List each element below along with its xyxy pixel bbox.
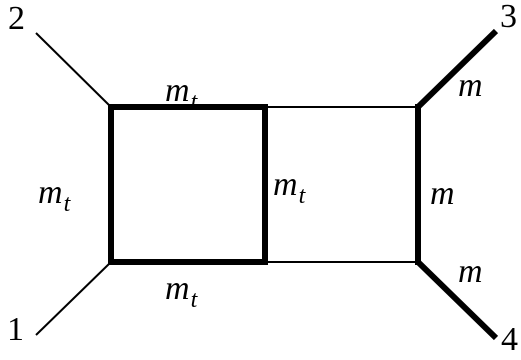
mass-label-left-edge: mt <box>38 174 70 217</box>
mass-symbol: m <box>38 174 63 211</box>
external-leg-1 <box>35 261 112 336</box>
mass-symbol: m <box>165 270 190 307</box>
mass-label-right-edge: m <box>430 175 455 212</box>
leg-label-2: 2 <box>8 0 25 37</box>
leg-label-4: 4 <box>501 321 518 358</box>
top-quark-loop <box>108 104 268 265</box>
mass-subscript: t <box>63 191 71 217</box>
external-leg-4 <box>415 259 499 341</box>
external-leg-3 <box>415 28 499 110</box>
mass-label-leg-4: m <box>458 253 483 290</box>
leg-label-3: 3 <box>500 0 517 35</box>
mass-label-inner-edge: mt <box>273 166 305 209</box>
mass-label-top-edge: mt <box>165 72 197 115</box>
mass-symbol: m <box>273 166 298 203</box>
mass-symbol: m <box>165 72 190 109</box>
mass-subscript: t <box>190 287 198 313</box>
mass-label-leg-3: m <box>458 67 483 104</box>
external-leg-2 <box>35 32 112 108</box>
mass-label-bottom-edge: mt <box>165 270 197 313</box>
mass-subscript: t <box>298 183 306 209</box>
leg-label-1: 1 <box>7 311 24 348</box>
mass-subscript: t <box>190 89 198 115</box>
